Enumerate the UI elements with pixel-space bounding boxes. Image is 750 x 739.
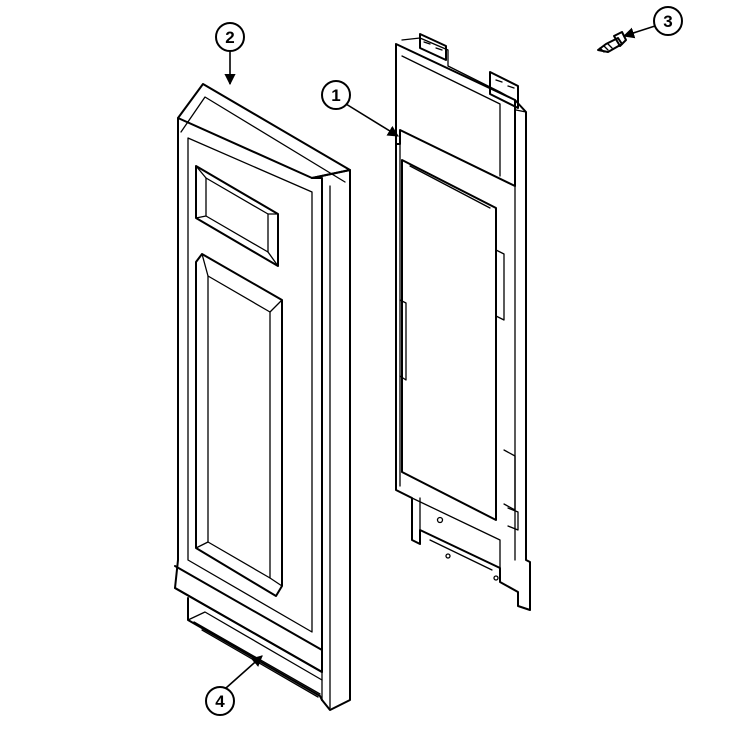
door-inner-panel xyxy=(395,33,531,611)
callout-4-label: 4 xyxy=(215,692,225,711)
callout-2: 2 xyxy=(215,22,245,86)
choke-cover-strip xyxy=(174,565,323,701)
callout-1: 1 xyxy=(321,80,399,137)
door-front-panel xyxy=(174,83,351,711)
callout-4: 4 xyxy=(205,655,263,716)
viewing-window xyxy=(195,253,283,597)
callout-3: 3 xyxy=(622,6,683,39)
display-window xyxy=(195,165,279,267)
callout-1-label: 1 xyxy=(331,86,340,105)
callout-2-label: 2 xyxy=(225,28,234,47)
screw xyxy=(597,31,627,53)
callout-3-label: 3 xyxy=(663,12,672,31)
